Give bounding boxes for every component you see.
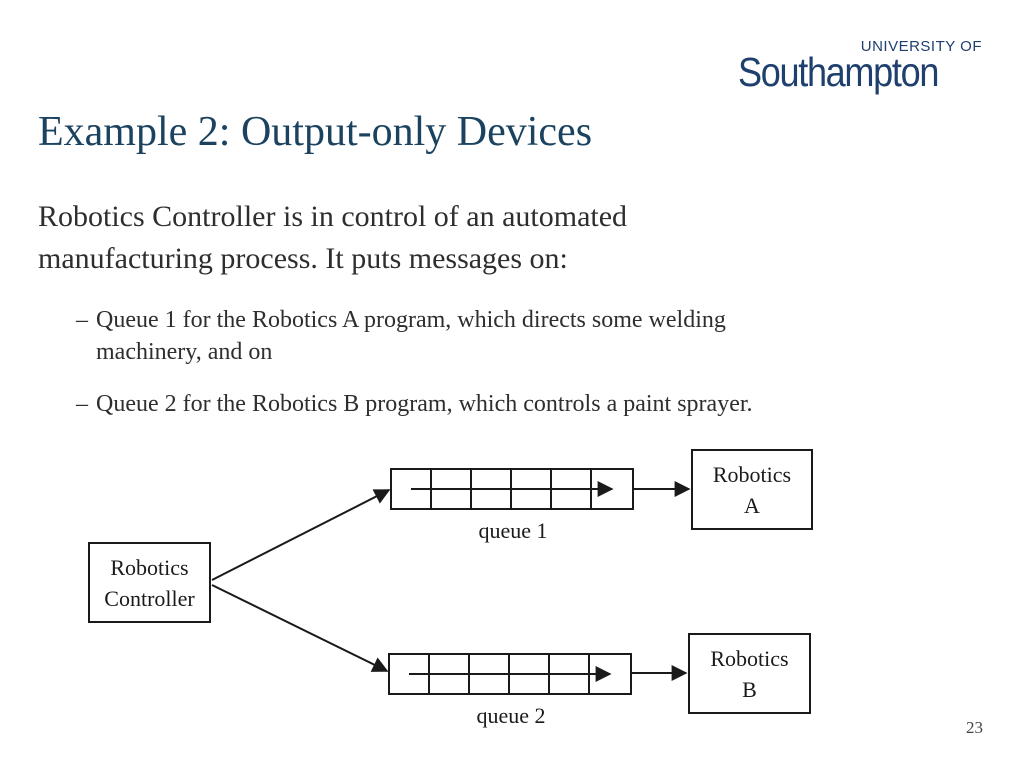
- queue-1-label: queue 1: [478, 518, 547, 543]
- robotics-b-label-line-2: B: [742, 677, 757, 702]
- intro-text: Robotics Controller is in control of an …: [38, 196, 938, 280]
- university-logo: UNIVERSITY OF Southampton: [738, 38, 988, 98]
- robotics-b-label-line-1: Robotics: [710, 646, 788, 671]
- logo-southampton: Southampton: [738, 49, 939, 95]
- bullet-dash: –: [76, 307, 88, 333]
- bullet-list: – Queue 1 for the Robotics A program, wh…: [76, 304, 976, 420]
- robotics-b-node: Robotics B: [688, 633, 811, 714]
- queue-2-label: queue 2: [476, 703, 545, 728]
- robotics-a-label-line-2: A: [744, 493, 760, 518]
- bullet-queue-1: – Queue 1 for the Robotics A program, wh…: [76, 304, 976, 368]
- robotics-a-label-line-1: Robotics: [713, 462, 791, 487]
- bullet-queue-1-line-2: machinery, and on: [96, 339, 273, 365]
- logo-university-of: UNIVERSITY OF: [860, 38, 982, 55]
- queue-1: queue 1: [390, 468, 634, 543]
- bullet-queue-1-line-1: Queue 1 for the Robotics A program, whic…: [96, 307, 726, 333]
- bullet-queue-2: – Queue 2 for the Robotics B program, wh…: [76, 388, 976, 420]
- robotics-a-node: Robotics A: [691, 449, 813, 530]
- queue-2: queue 2: [388, 653, 632, 728]
- page-number: 23: [966, 718, 983, 737]
- intro-line-2: manufacturing process. It puts messages …: [38, 242, 568, 275]
- robotics-controller-node: Robotics Controller: [88, 542, 211, 623]
- controller-label-line-1: Robotics: [110, 555, 188, 580]
- arrow-controller-to-queue-2: [211, 584, 389, 672]
- controller-label-line-2: Controller: [104, 586, 195, 611]
- bullet-dash: –: [76, 391, 88, 417]
- bullet-queue-2-line-1: Queue 2 for the Robotics B program, whic…: [96, 391, 753, 417]
- arrow-controller-to-queue-1: [211, 489, 391, 581]
- intro-line-1: Robotics Controller is in control of an …: [38, 200, 628, 233]
- slide-title: Example 2: Output-only Devices: [38, 109, 593, 155]
